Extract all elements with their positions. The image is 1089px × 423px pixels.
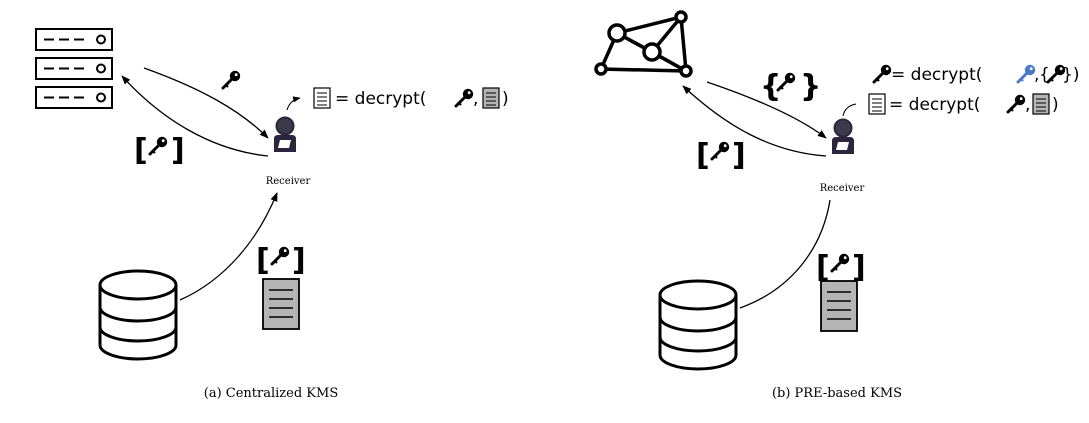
database-icon xyxy=(658,279,738,371)
diagram-pre-based-kms: { } [ ] Receiver = decrypt( , { }) = dec… xyxy=(594,10,1079,401)
svg-text:,: , xyxy=(1025,95,1030,115)
svg-text:]: ] xyxy=(732,138,746,173)
svg-text:{: { xyxy=(760,69,781,104)
arrow-receiver-to-server xyxy=(121,75,269,157)
document-icon xyxy=(868,93,886,115)
server-stack-icon xyxy=(35,28,113,109)
svg-text:{: { xyxy=(1039,65,1050,85)
decrypt-key-equation: = decrypt( , { }) xyxy=(872,63,1079,85)
svg-text:[: [ xyxy=(696,138,710,173)
document-icon xyxy=(262,278,300,330)
encrypted-key-label: [ ] xyxy=(816,250,866,285)
line-database-to-receiver xyxy=(739,199,831,309)
svg-text:[: [ xyxy=(134,133,148,168)
arrow-database-to-receiver xyxy=(179,192,278,301)
document-icon xyxy=(820,280,858,332)
svg-text:}): }) xyxy=(1062,65,1079,85)
svg-text:]: ] xyxy=(852,250,866,285)
document-icon xyxy=(1032,93,1050,115)
user-icon xyxy=(273,116,297,153)
user-icon xyxy=(831,118,855,155)
key-icon xyxy=(454,87,475,108)
diagram-centralized-kms: [ ] Receiver = decrypt( , ) [ ] (a) Cent… xyxy=(35,28,509,401)
network-graph-icon xyxy=(594,10,693,78)
encrypted-key-label: [ ] xyxy=(256,243,306,278)
arrow-server-to-receiver xyxy=(143,67,269,139)
database-icon xyxy=(98,269,178,361)
svg-text:}: } xyxy=(800,69,821,104)
svg-text:[: [ xyxy=(256,243,270,278)
svg-text:= decrypt(: = decrypt( xyxy=(335,89,426,109)
svg-text:,: , xyxy=(1034,65,1039,85)
svg-text:]: ] xyxy=(171,133,185,168)
blue-key-icon xyxy=(1016,63,1037,84)
caption: (a) Centralized KMS xyxy=(204,386,338,401)
document-icon xyxy=(313,87,331,109)
decrypt-equation: = decrypt( , ) xyxy=(313,87,509,109)
receiver-label: Receiver xyxy=(266,176,311,187)
receiver-label: Receiver xyxy=(820,183,865,194)
caption: (b) PRE-based KMS xyxy=(772,386,902,401)
svg-text:[: [ xyxy=(816,250,830,285)
arrow-network-to-receiver xyxy=(706,81,827,139)
encrypted-key-label: [ ] xyxy=(134,133,185,168)
key-icon xyxy=(221,69,242,90)
key-icon xyxy=(1006,93,1027,114)
svg-text:): ) xyxy=(1052,95,1059,115)
svg-text:]: ] xyxy=(292,243,306,278)
svg-text:,: , xyxy=(473,89,478,109)
key-icon xyxy=(872,63,893,84)
svg-text:): ) xyxy=(502,89,509,109)
decrypt-document-equation: = decrypt( , ) xyxy=(868,93,1059,115)
re-encrypted-key-label: { } xyxy=(760,69,821,104)
svg-text:= decrypt(: = decrypt( xyxy=(889,95,980,115)
arrow-receiver-to-network xyxy=(682,85,827,157)
document-icon xyxy=(482,87,500,109)
svg-text:= decrypt(: = decrypt( xyxy=(891,65,982,85)
encrypted-key-label: [ ] xyxy=(696,138,746,173)
